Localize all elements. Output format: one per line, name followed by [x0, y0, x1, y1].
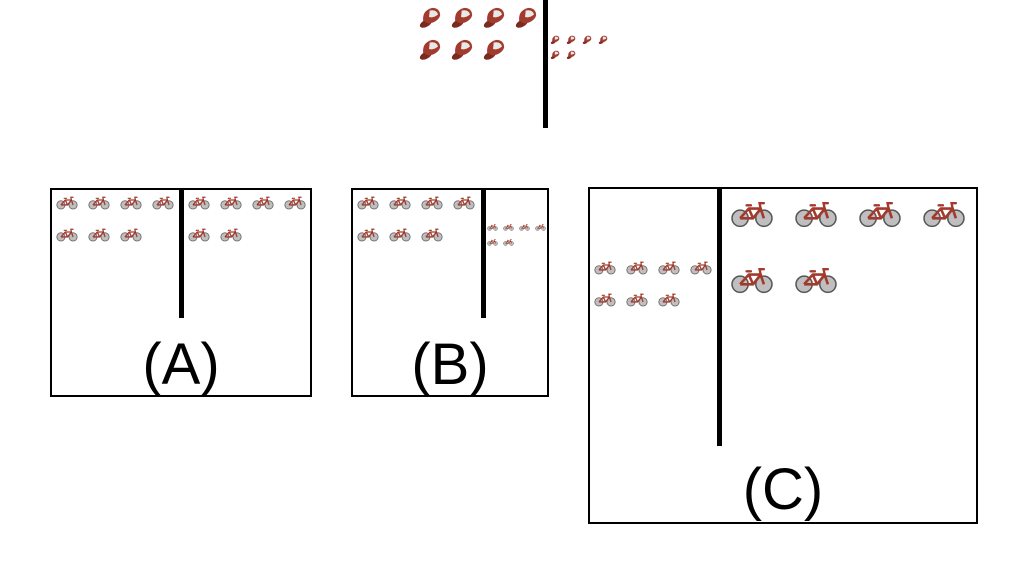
option-c-label: (C) [742, 457, 824, 522]
bicycle-icon [188, 196, 210, 210]
bicycle-icon [56, 196, 78, 210]
bicycle-icon [658, 293, 680, 307]
bicycle-icon [519, 224, 530, 231]
bicycle-icon [284, 196, 306, 210]
bicycle-icon [658, 261, 680, 275]
cap-icon [483, 39, 505, 60]
cap-icon [451, 7, 473, 28]
bicycle-icon [731, 267, 773, 294]
bicycle-icon [795, 201, 837, 228]
option-b-box[interactable]: (B) [351, 188, 549, 397]
bicycle-icon [357, 228, 379, 242]
prompt-right-group [550, 34, 614, 64]
bicycle-icon [503, 224, 514, 231]
bicycle-icon [152, 196, 174, 210]
bicycle-icon [357, 196, 379, 210]
bicycle-icon [421, 228, 443, 242]
bicycle-icon [220, 196, 242, 210]
option-b-divider [481, 190, 486, 318]
bicycle-icon [389, 196, 411, 210]
bicycle-icon [487, 239, 498, 246]
cap-icon [598, 35, 608, 45]
bicycle-icon [220, 228, 242, 242]
bicycle-icon [731, 201, 773, 228]
bicycle-icon [594, 261, 616, 275]
cap-icon [515, 7, 537, 28]
bicycle-icon [795, 267, 837, 294]
cap-icon [550, 35, 560, 45]
bicycle-icon [88, 228, 110, 242]
cap-icon [566, 35, 576, 45]
option-a-right-group [188, 196, 316, 260]
option-a-left-group [56, 196, 184, 260]
bicycle-icon [120, 228, 142, 242]
option-a-box[interactable]: (A) [50, 188, 312, 397]
bicycle-icon [690, 261, 712, 275]
option-b-right-group [487, 224, 551, 254]
bicycle-icon [120, 196, 142, 210]
option-c-divider [717, 189, 722, 446]
cap-icon [550, 50, 560, 60]
option-b-label: (B) [411, 332, 489, 397]
bicycle-icon [453, 196, 475, 210]
option-a-label: (A) [142, 332, 220, 397]
cap-icon [483, 7, 505, 28]
bicycle-icon [626, 261, 648, 275]
prompt-divider [543, 0, 548, 128]
bicycle-icon [626, 293, 648, 307]
option-b-left-group [357, 196, 485, 260]
bicycle-icon [503, 239, 514, 246]
bicycle-icon [188, 228, 210, 242]
bicycle-icon [487, 224, 498, 231]
option-c-right-group [730, 201, 986, 333]
option-a-divider [179, 190, 184, 318]
cap-icon [419, 39, 441, 60]
cap-icon [419, 7, 441, 28]
bicycle-icon [252, 196, 274, 210]
cap-icon [566, 50, 576, 60]
option-c-left-group [594, 261, 722, 325]
prompt-left-group [418, 4, 546, 68]
bicycle-icon [859, 201, 901, 228]
bicycle-icon [56, 228, 78, 242]
cap-icon [451, 39, 473, 60]
prompt-figure [410, 0, 630, 130]
bicycle-icon [594, 293, 616, 307]
bicycle-icon [923, 201, 965, 228]
bicycle-icon [421, 196, 443, 210]
bicycle-icon [535, 224, 546, 231]
bicycle-icon [389, 228, 411, 242]
option-c-box[interactable]: (C) [588, 187, 978, 524]
cap-icon [582, 35, 592, 45]
bicycle-icon [88, 196, 110, 210]
